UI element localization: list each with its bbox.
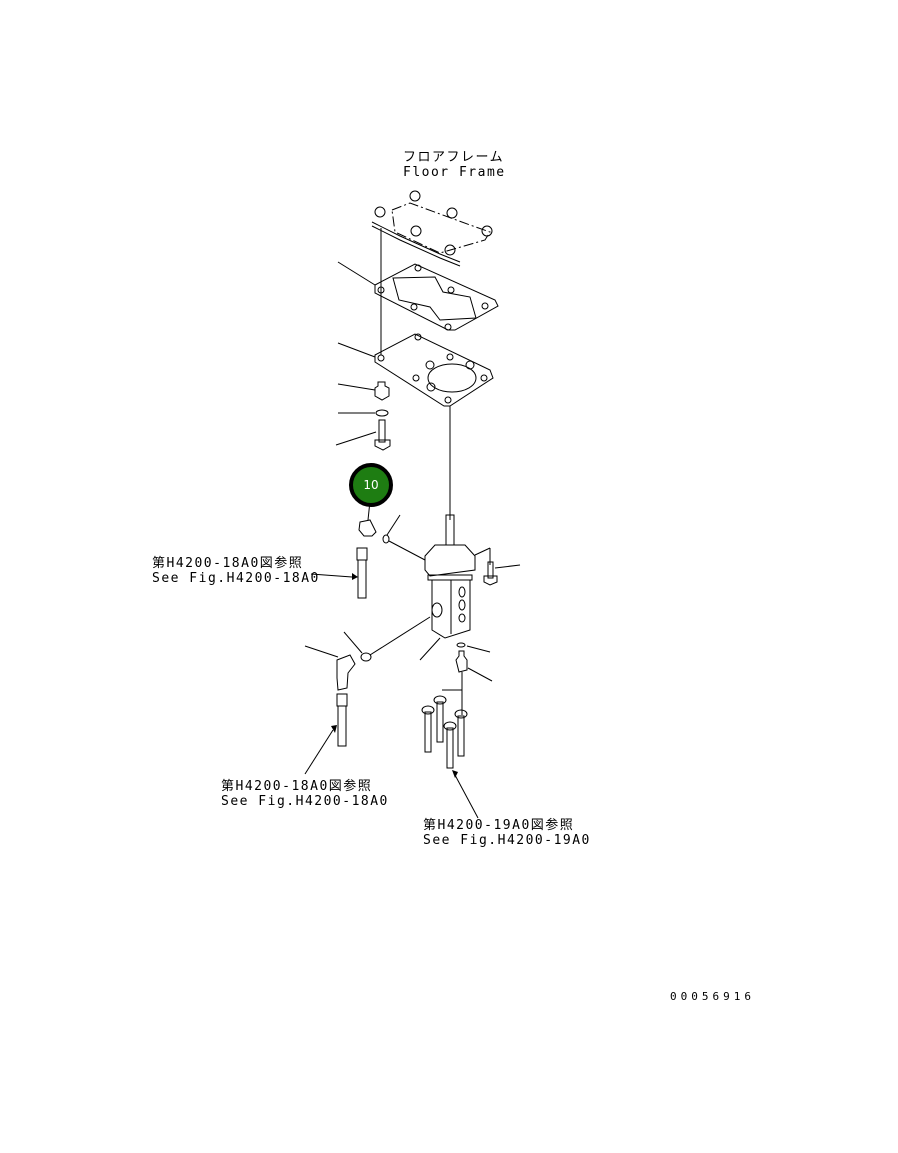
document-number: 00056916 bbox=[670, 990, 755, 1003]
reference-label-right-bottom-jp: 第H4200-19A0図参照 bbox=[423, 818, 575, 833]
reference-label-left-top-jp: 第H4200-18A0図参照 bbox=[152, 556, 304, 571]
reference-label-left-top[interactable]: 第H4200-18A0図参照 See Fig.H4200-18A0 bbox=[152, 556, 320, 586]
part-callout-10[interactable]: 10 bbox=[349, 463, 393, 507]
lower-elbow-drawing bbox=[304, 616, 441, 691]
mounting-plate-drawing bbox=[337, 333, 494, 520]
elbow-fitting-drawing bbox=[358, 514, 426, 561]
reference-label-right-bottom[interactable]: 第H4200-19A0図参照 See Fig.H4200-19A0 bbox=[423, 818, 591, 848]
grease-nipple-drawing bbox=[455, 642, 493, 682]
reference-label-left-top-en: See Fig.H4200-18A0 bbox=[152, 571, 320, 586]
floor-frame-label: フロアフレーム Floor Frame bbox=[403, 150, 506, 180]
reference-label-left-bottom[interactable]: 第H4200-18A0図参照 See Fig.H4200-18A0 bbox=[221, 779, 389, 809]
reference-label-left-bottom-en: See Fig.H4200-18A0 bbox=[221, 794, 389, 809]
left-pipe-drawing bbox=[310, 547, 368, 599]
floor-frame-drawing bbox=[371, 190, 493, 267]
gasket-plate-drawing bbox=[337, 261, 499, 331]
fastener-stack-drawing bbox=[335, 381, 391, 451]
valve-body-drawing bbox=[424, 514, 521, 639]
floor-frame-label-en: Floor Frame bbox=[403, 165, 506, 180]
reference-label-right-bottom-en: See Fig.H4200-19A0 bbox=[423, 833, 591, 848]
reference-label-left-bottom-jp: 第H4200-18A0図参照 bbox=[221, 779, 373, 794]
lower-left-pipe-drawing bbox=[304, 693, 348, 775]
hose-pipes-drawing bbox=[421, 672, 479, 819]
floor-frame-label-jp: フロアフレーム bbox=[403, 150, 505, 165]
